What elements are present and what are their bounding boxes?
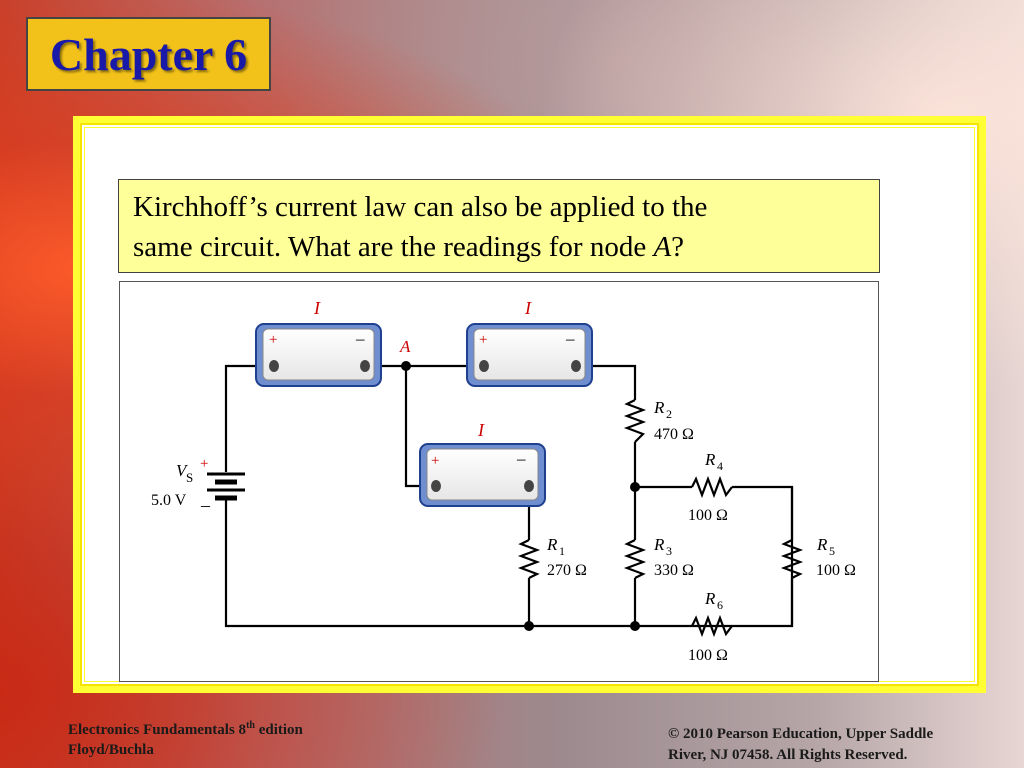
junction-dots <box>401 361 640 631</box>
node-a-dot <box>401 361 411 371</box>
ammeter-1: + – <box>255 323 382 387</box>
meter-3-minus: – <box>516 449 526 468</box>
source-name: V <box>176 461 189 480</box>
question-line-1: Kirchhoff’s current law can also be appl… <box>133 191 708 223</box>
r5-subscript: 5 <box>829 544 835 558</box>
r1-value: 270 Ω <box>547 562 587 579</box>
ammeter-3: + – <box>419 443 546 507</box>
r2-value: 470 Ω <box>654 426 694 443</box>
meter-3-plus: + <box>431 453 439 469</box>
node-a-label: A <box>399 337 411 356</box>
r4-symbol <box>691 475 733 499</box>
r6-name: R <box>704 589 716 608</box>
r6-subscript: 6 <box>717 598 723 612</box>
meter-1-plus: + <box>269 332 277 348</box>
source-subscript: S <box>186 470 193 485</box>
r6-symbol <box>691 614 733 638</box>
circuit-diagram: + – + – + – I I I A + – V S <box>119 281 879 682</box>
r2-symbol <box>623 399 647 443</box>
r4-subscript: 4 <box>717 459 723 473</box>
source-value: 5.0 V <box>151 492 187 509</box>
meter-2-minus: – <box>565 329 575 348</box>
meter-3-current-label: I <box>477 420 485 440</box>
r4-name: R <box>704 450 716 469</box>
r6-value: 100 Ω <box>688 647 728 664</box>
r2-name: R <box>653 398 665 417</box>
question-line-2: same circuit. What are the readings for … <box>133 227 865 267</box>
r1-symbol <box>517 539 541 579</box>
r3-name: R <box>653 535 665 554</box>
source-plus: + <box>200 456 208 472</box>
junction-dot <box>630 621 640 631</box>
meter-1-current-label: I <box>313 298 321 318</box>
ammeter-2: + – <box>466 323 593 387</box>
junction-dot <box>524 621 534 631</box>
r3-symbol <box>623 539 647 579</box>
r1-name: R <box>546 535 558 554</box>
question-node: A <box>653 231 672 263</box>
question-text: same circuit. What are the readings for … <box>133 231 654 263</box>
copyright: © 2010 Pearson Education, Upper Saddle R… <box>668 724 988 766</box>
r5-symbol <box>780 539 804 579</box>
meter-2-current-label: I <box>524 298 532 318</box>
r1-subscript: 1 <box>559 544 565 558</box>
book-title-line: Electronics Fundamentals 8th edition <box>68 716 303 740</box>
r5-name: R <box>816 535 828 554</box>
r3-value: 330 Ω <box>654 562 694 579</box>
circuit-svg: + – + – + – I I I A + – V S <box>151 298 856 664</box>
r2-subscript: 2 <box>666 407 672 421</box>
chapter-title-box: Chapter 6 <box>26 17 271 91</box>
junction-dot <box>630 482 640 492</box>
book-edition: edition <box>254 722 303 738</box>
book-title-sup: th <box>246 720 255 731</box>
question-box: Kirchhoff’s current law can also be appl… <box>118 179 880 273</box>
source-minus: – <box>200 495 211 515</box>
book-title: Electronics Fundamentals 8 <box>68 722 247 738</box>
resistor-symbols <box>517 399 804 638</box>
r4-value: 100 Ω <box>688 507 728 524</box>
meter-2-plus: + <box>479 332 487 348</box>
r5-value: 100 Ω <box>816 562 856 579</box>
book-authors: Floyd/Buchla <box>68 742 154 758</box>
battery-symbol <box>207 472 245 501</box>
r3-subscript: 3 <box>666 544 672 558</box>
meter-1-minus: – <box>355 329 365 348</box>
copyright-line-2: River, NJ 07458. All Rights Reserved. <box>668 747 908 763</box>
copyright-line-1: © 2010 Pearson Education, Upper Saddle <box>668 726 934 742</box>
chapter-title: Chapter 6 <box>49 28 248 80</box>
question-mark: ? <box>671 231 685 263</box>
book-info: Electronics Fundamentals 8th edition Flo… <box>68 716 303 760</box>
